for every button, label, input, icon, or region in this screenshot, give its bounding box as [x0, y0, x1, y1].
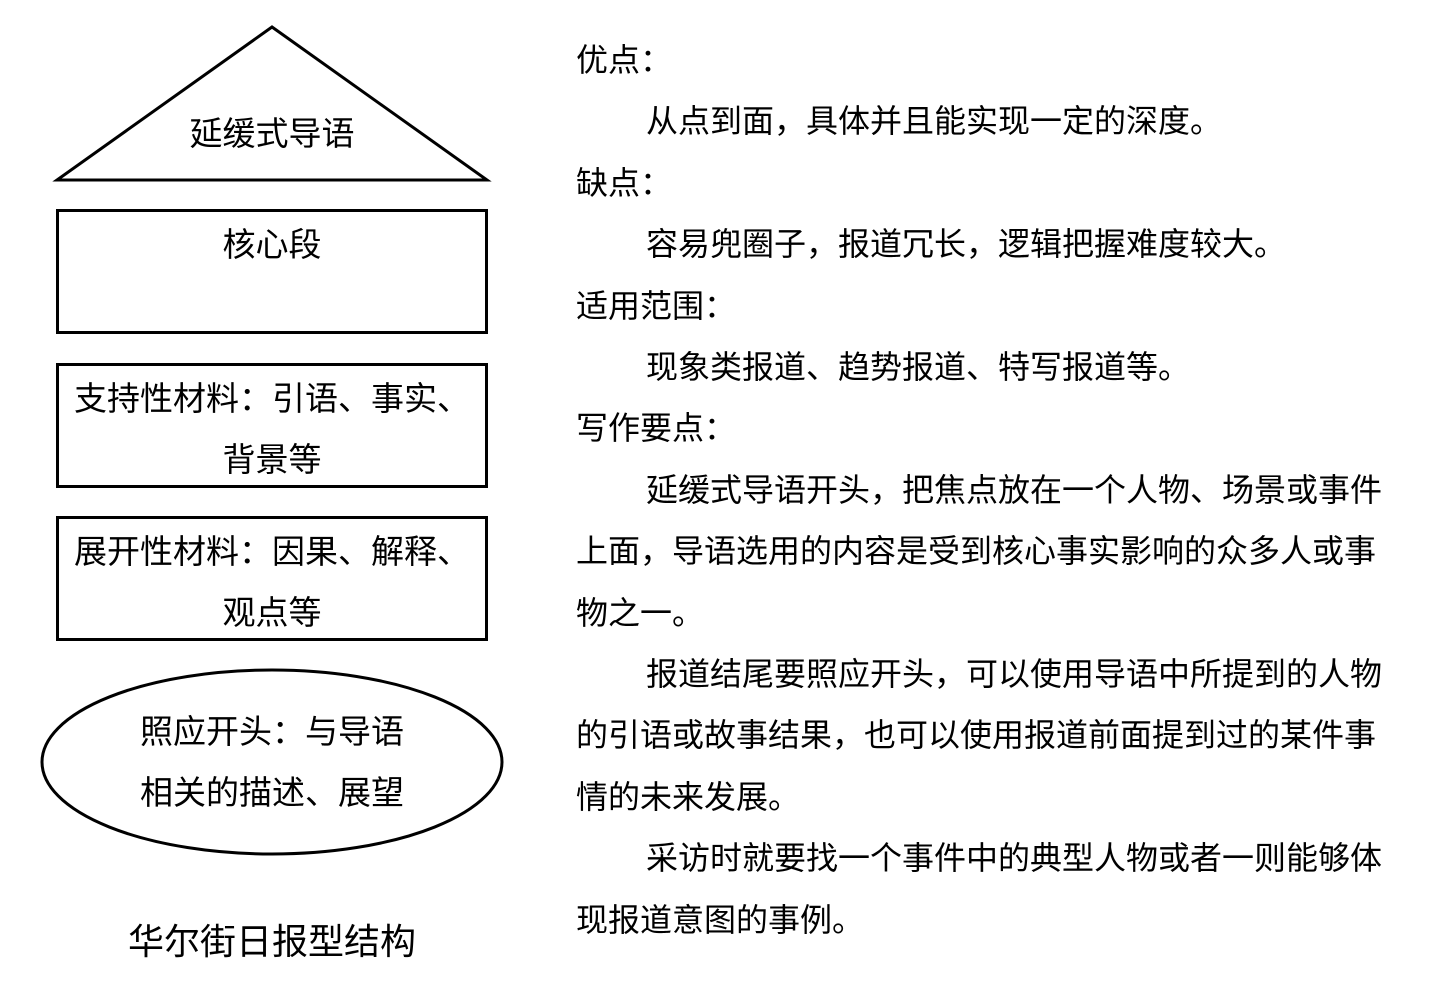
lead-triangle-label: 延缓式导语: [189, 114, 355, 153]
support-box-line1: 支持性材料：引语、事实、: [74, 379, 470, 418]
lead-triangle-shape: [52, 25, 492, 182]
disadvantages-heading: 缺点：: [576, 163, 673, 202]
expand-box-shape: [56, 516, 488, 641]
tips-paragraph: 报道结尾要照应开头，可以使用导语中所提到的人物的引语或故事结果，也可以使用报道前…: [576, 655, 1383, 816]
tips-heading: 写作要点：: [576, 409, 737, 448]
scope-text: 现象类报道、趋势报道、特写报道等。: [646, 348, 1191, 387]
core-box-shape: [56, 209, 488, 334]
advantages-text: 从点到面，具体并且能实现一定的深度。: [646, 102, 1223, 141]
tips-paragraph: 延缓式导语开头，把焦点放在一个人物、场景或事件上面，导语选用的内容是受到核心事实…: [576, 470, 1383, 632]
expand-box-line2: 观点等: [222, 593, 322, 632]
scope-heading: 适用范围：: [576, 286, 737, 325]
ending-ellipse-line1: 照应开头：与导语: [140, 712, 404, 751]
notes-panel: 优点： 从点到面，具体并且能实现一定的深度。 缺点： 容易兜圈子，报道冗长，逻辑…: [576, 30, 1396, 951]
ending-ellipse-shape: [40, 668, 504, 856]
expand-box-line1: 展开性材料：因果、解释、: [74, 532, 470, 571]
advantages-heading: 优点：: [576, 41, 673, 79]
support-box-shape: [56, 363, 488, 488]
tips-paragraph: 采访时就要找一个事件中的典型人物或者一则能够体现报道意图的事例。: [576, 839, 1383, 939]
diagram-caption: 华尔街日报型结构: [127, 922, 416, 963]
support-box-line2: 背景等: [222, 440, 322, 479]
disadvantages-text: 容易兜圈子，报道冗长，逻辑把握难度较大。: [646, 225, 1287, 264]
core-box-label: 核心段: [222, 225, 322, 264]
ending-ellipse-line2: 相关的描述、展望: [140, 773, 404, 812]
